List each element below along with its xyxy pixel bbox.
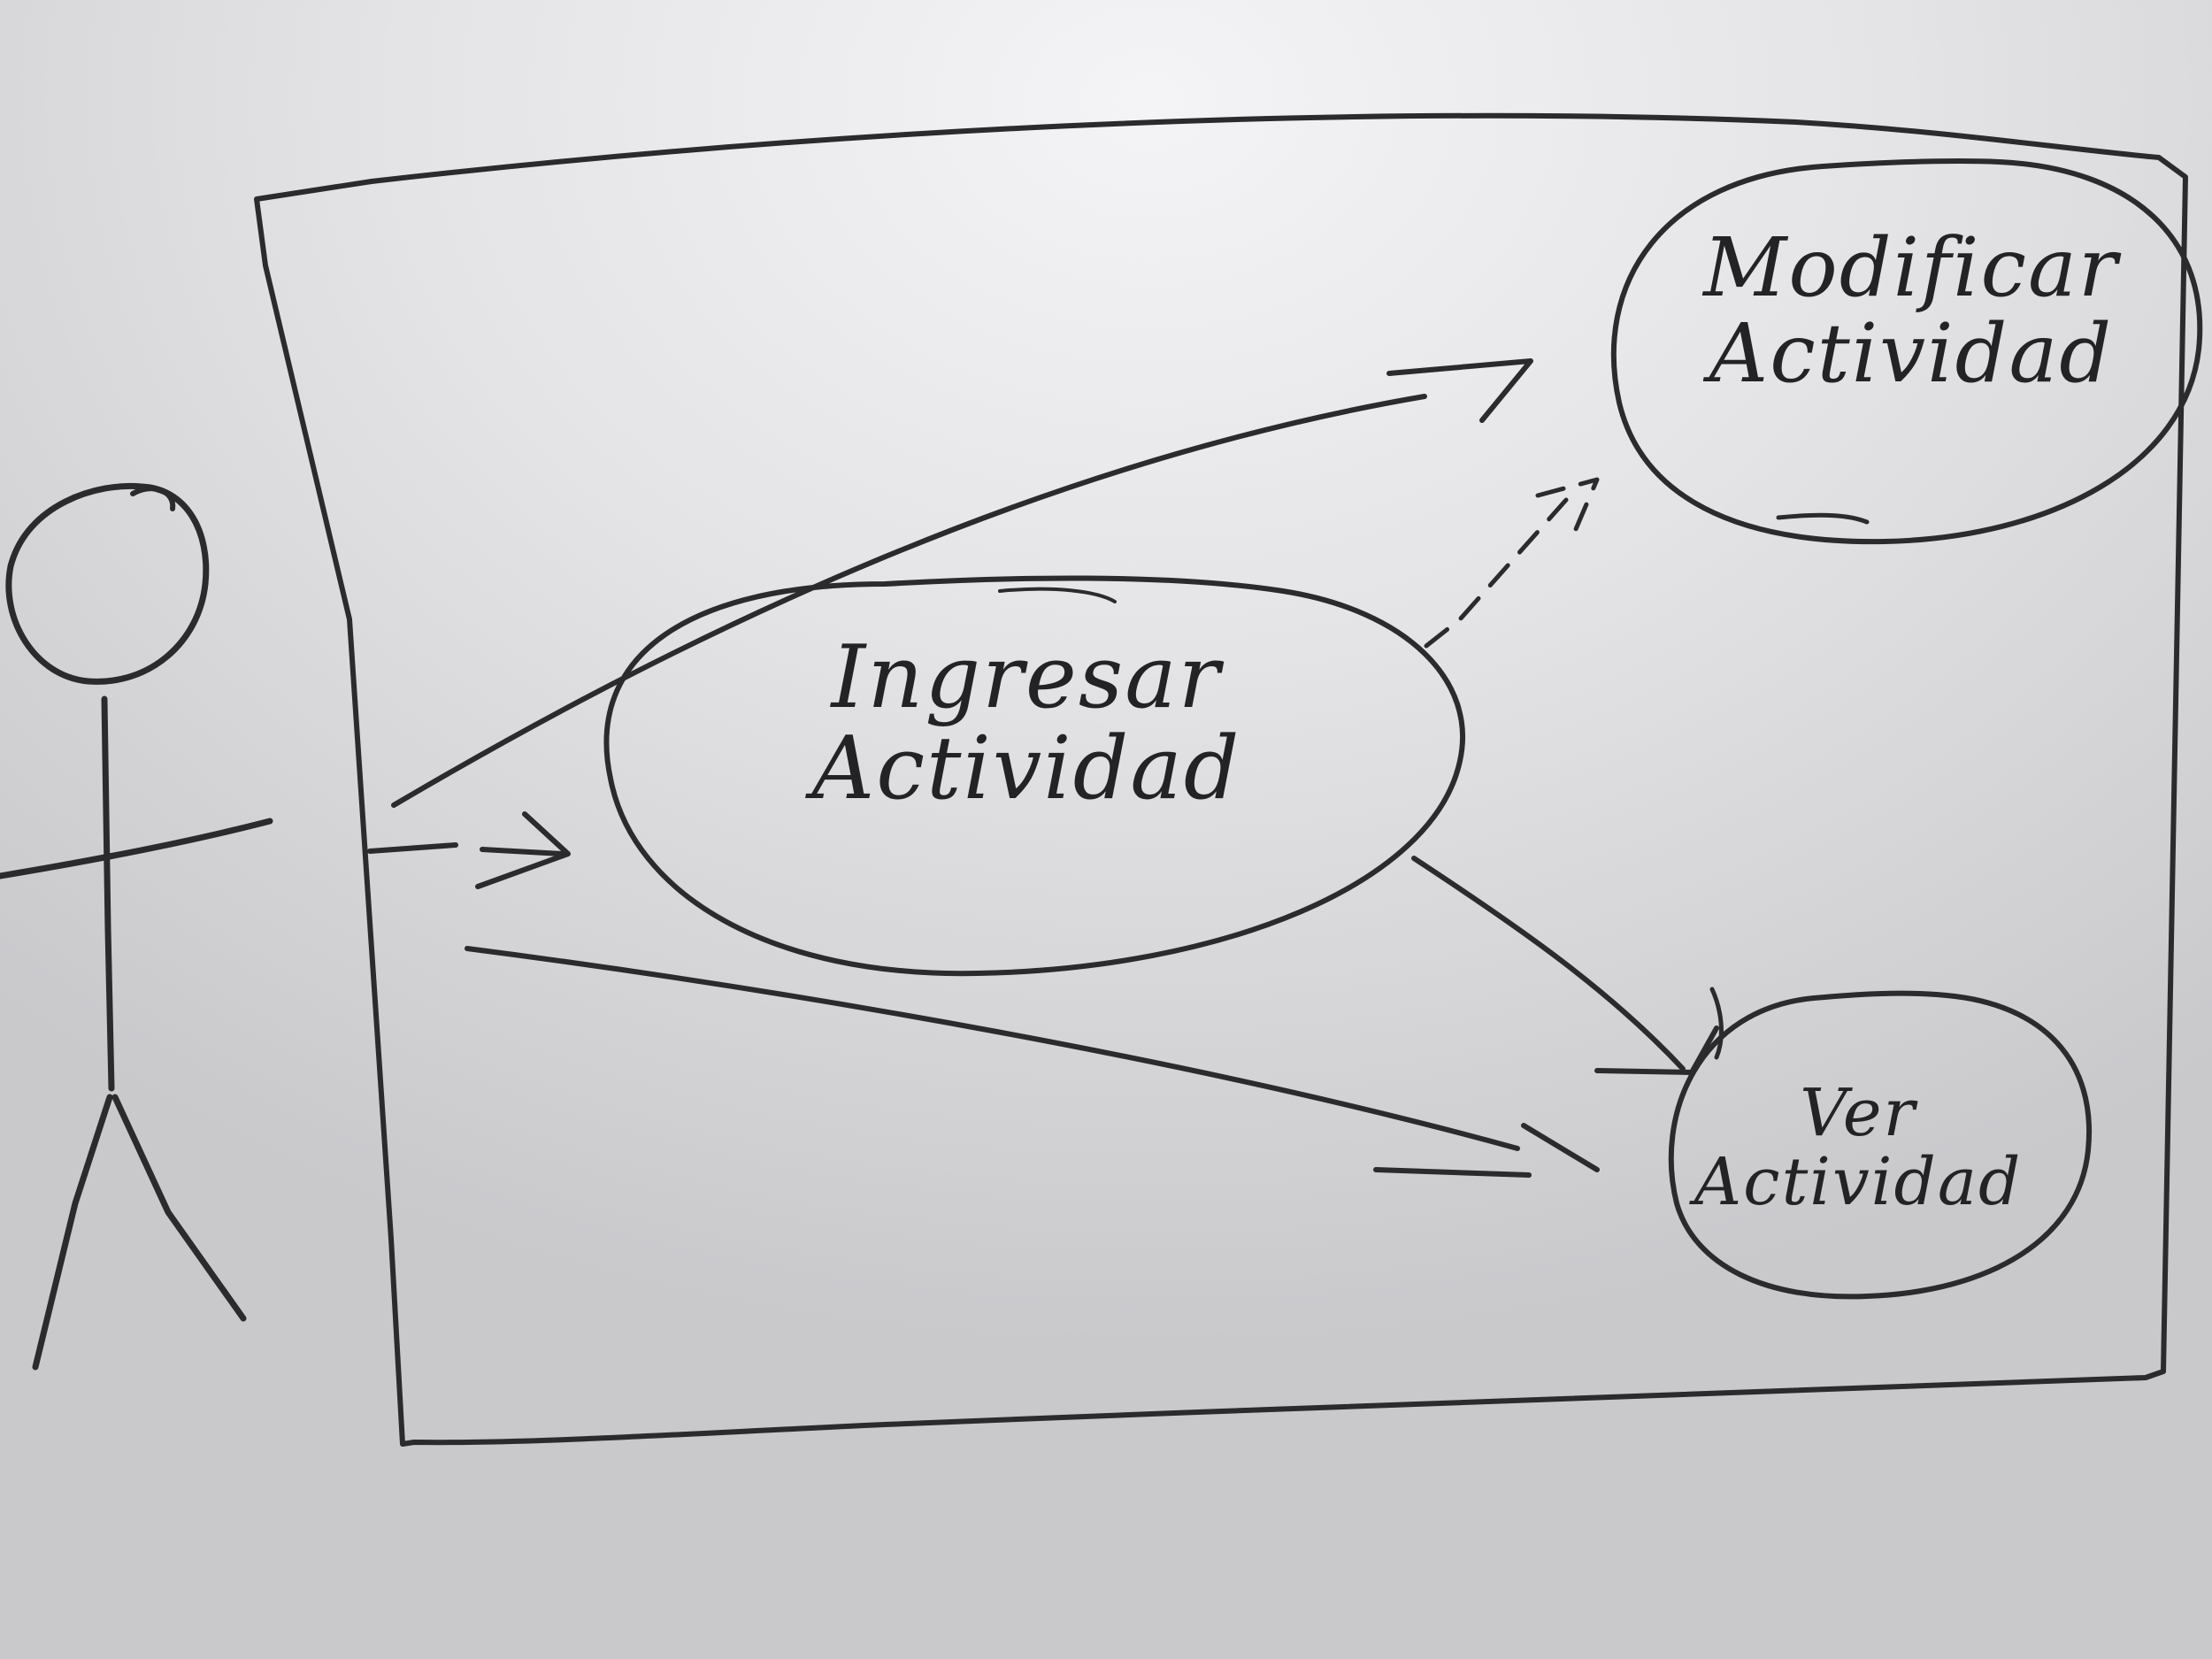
use-case-uc2-label: Modificar Actividad xyxy=(1686,220,2137,401)
system-boundary xyxy=(254,112,2188,1447)
use-case-uc2-ellipse xyxy=(1610,157,2203,545)
use-case-uc2-line2: Actividad xyxy=(1709,305,2114,401)
use-case-uc2-line1: Modificar xyxy=(1703,220,2119,315)
use-case-uc2-stroke-overlap xyxy=(1776,512,1870,525)
actor-head-curl xyxy=(130,486,176,511)
use-case-uc1-line1: Ingresar xyxy=(831,627,1222,728)
use-case-uc1-stroke-overlap xyxy=(998,587,1117,603)
actor-arms xyxy=(0,818,273,879)
use-case-uc1-ellipse xyxy=(603,575,1466,977)
arrow-uc1-to-uc3 xyxy=(1411,856,1719,1075)
arrow-uc1-to-uc2 xyxy=(1424,477,1600,649)
actor-head xyxy=(5,482,210,685)
use-case-uc3-line2: Actividad xyxy=(1694,1143,2023,1220)
arrow-actor-to-uc1 xyxy=(367,811,571,889)
arrow-actor-to-uc2 xyxy=(391,358,1533,808)
stick-figure-icon xyxy=(0,482,273,1371)
use-case-uc1-line2: Actividad xyxy=(811,718,1241,819)
actor-body xyxy=(101,695,115,1092)
use-case-uc3-stroke-overlap xyxy=(1709,987,1724,1060)
use-case-uc3-ellipse xyxy=(1668,990,2093,1300)
actor-right-leg xyxy=(111,1094,247,1322)
use-case-uc1-label: Ingresar Actividad xyxy=(779,633,1274,815)
actor-left-leg xyxy=(32,1094,113,1371)
use-case-uc3-line1: Ver xyxy=(1800,1075,1916,1151)
use-case-uc3-label: Ver Actividad xyxy=(1681,1079,2035,1217)
arrow-actor-to-uc3 xyxy=(465,946,1600,1178)
